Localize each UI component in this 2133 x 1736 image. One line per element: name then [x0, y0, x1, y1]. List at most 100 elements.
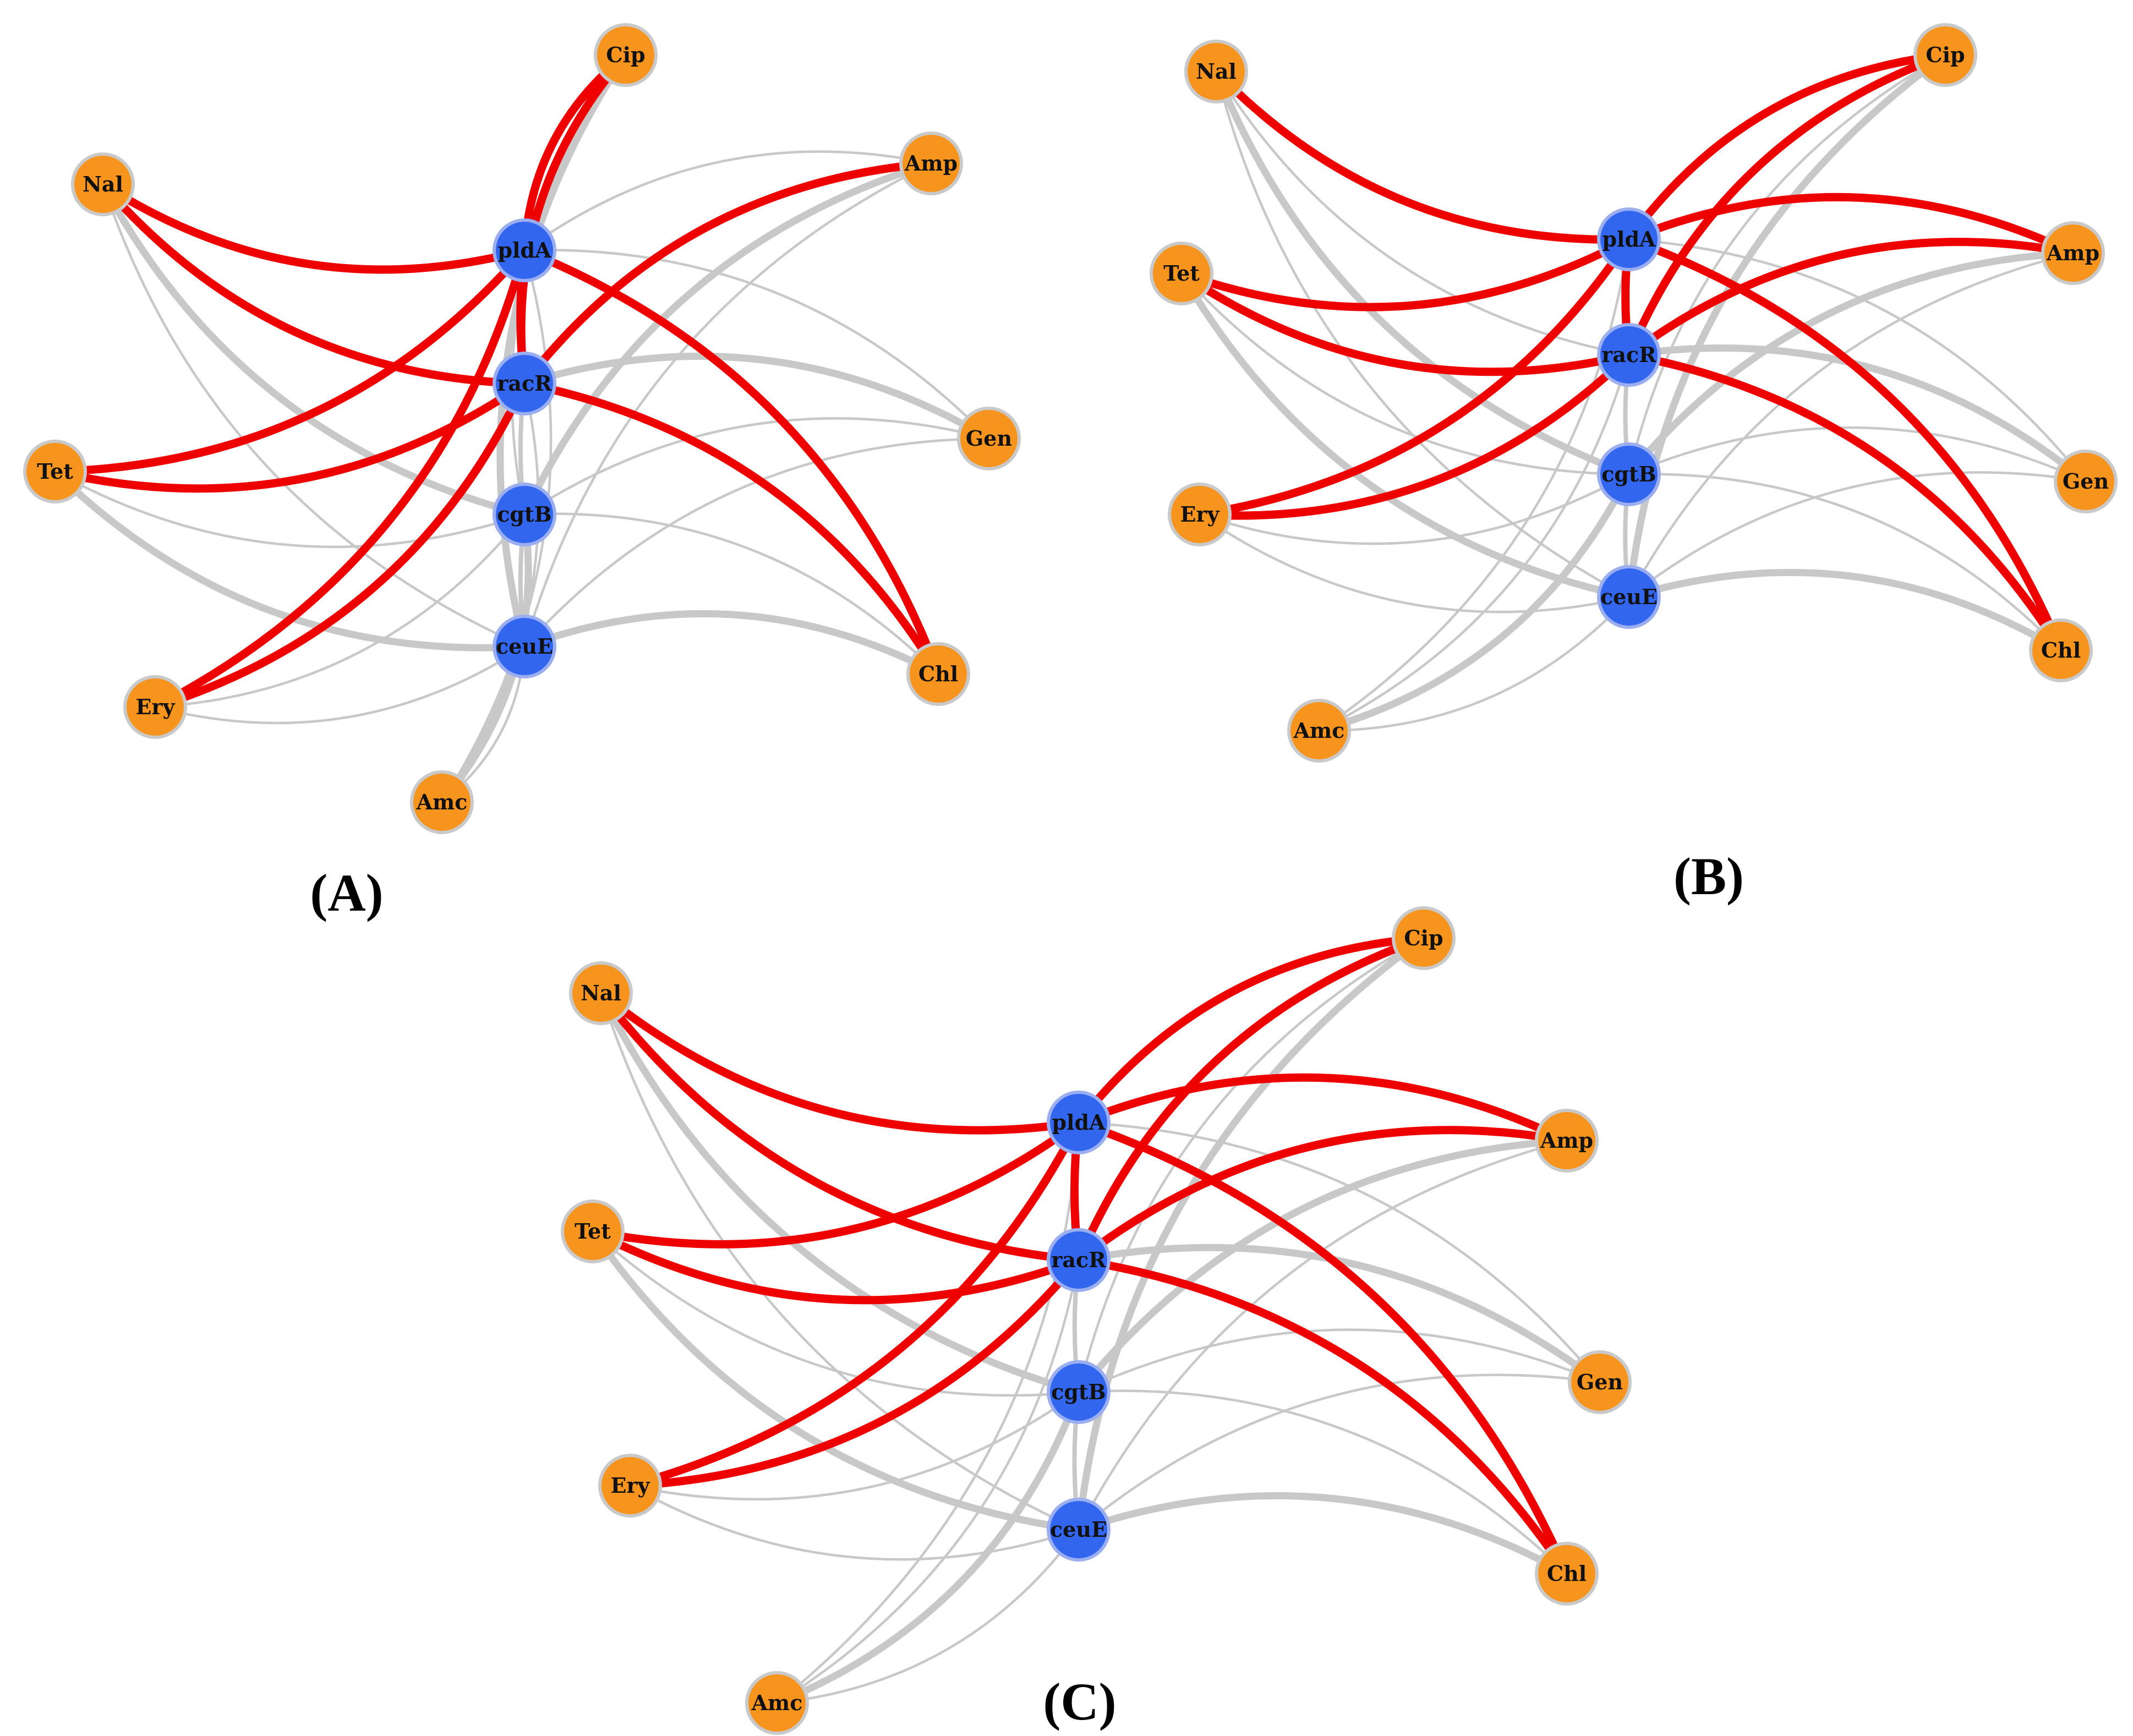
red-edge: [626, 1118, 1083, 1490]
drug-node-amc: Amc: [410, 770, 474, 834]
gray-edge: [1627, 426, 2087, 483]
gene-node-circle: [1597, 442, 1661, 506]
gray-edge: [599, 992, 1080, 1531]
gene-node-label: pldA: [1602, 227, 1656, 251]
drug-node-label: Gen: [966, 426, 1012, 451]
red-edge: [1074, 934, 1428, 1127]
drug-node-label: Amp: [904, 151, 958, 176]
gray-edge: [1198, 473, 1631, 545]
red-edge: [588, 1118, 1083, 1248]
drug-node-label: Gen: [2063, 469, 2109, 494]
gene-node-plda: pldA: [493, 218, 556, 282]
red-edge: [1625, 51, 1950, 359]
gene-node-ceue: ceuE: [1047, 1498, 1111, 1562]
drug-node-cip: Cip: [594, 23, 658, 87]
drug-node-circle: [1913, 23, 1977, 87]
red-edge: [597, 989, 1083, 1135]
drug-node-circle: [1287, 699, 1351, 763]
red-edge: [151, 246, 529, 711]
gray-edge: [628, 1484, 1080, 1561]
gray-edge: [773, 1388, 1082, 1707]
red-edge: [99, 180, 529, 388]
gray-edge: [1075, 1137, 1571, 1396]
red-edge: [1212, 67, 1633, 244]
drug-node-label: Amc: [1293, 718, 1345, 743]
drug-node-gen: Gen: [2054, 450, 2118, 513]
gray-edge: [1215, 70, 1631, 357]
drug-node-circle: [1150, 242, 1213, 305]
drug-node-label: Nal: [83, 172, 123, 196]
gray-edge: [154, 513, 526, 709]
gray-edge: [775, 1258, 1080, 1705]
gene-node-circle: [493, 218, 556, 282]
gray-edge: [597, 989, 1082, 1396]
drug-node-label: Cip: [1404, 925, 1443, 950]
gene-node-racr: racR: [1047, 1228, 1111, 1292]
gene-node-cgtb: cgtB: [1597, 442, 1661, 506]
gene-node-label: pldA: [497, 238, 551, 262]
red-edge-layer: [588, 934, 1571, 1578]
drug-node-label: Tet: [1163, 261, 1200, 286]
drug-node-label: Cip: [606, 42, 645, 67]
drug-node-circle: [561, 1200, 625, 1263]
drug-node-circle: [1168, 483, 1232, 546]
red-edge: [51, 246, 529, 476]
drug-node-tet: Tet: [1150, 242, 1213, 305]
gray-edge: [51, 468, 528, 651]
gene-node-label: ceuE: [1050, 1517, 1107, 1542]
gene-node-circle: [1047, 1228, 1111, 1292]
drug-node-circle: [899, 132, 963, 195]
drug-node-label: Nal: [1196, 59, 1237, 84]
drug-node-amp: Amp: [899, 132, 963, 195]
gene-node-circle: [493, 615, 556, 678]
gray-edge: [523, 417, 991, 516]
drug-node-label: Ery: [135, 694, 175, 719]
drug-node-chl: Chl: [2029, 618, 2093, 682]
drug-node-circle: [569, 961, 633, 1025]
gene-node-plda: pldA: [1047, 1091, 1111, 1154]
red-edge: [1625, 193, 2077, 258]
red-edge: [1195, 351, 1633, 520]
gene-node-label: pldA: [1052, 1110, 1106, 1135]
drug-node-chl: Chl: [1535, 1542, 1599, 1606]
gene-node-ceue: ceuE: [493, 615, 556, 678]
gene-node-plda: pldA: [1597, 207, 1661, 271]
drug-node-nal: Nal: [1184, 40, 1248, 103]
gene-node-racr: racR: [493, 352, 556, 415]
drug-node-circle: [2054, 450, 2118, 513]
red-edge: [520, 246, 943, 678]
gray-edge: [1627, 53, 1947, 476]
panel-label-b: (B): [1673, 847, 1744, 906]
gene-node-ceue: ceuE: [1597, 565, 1661, 629]
gray-edge: [1077, 1373, 1601, 1531]
red-edge: [99, 180, 529, 274]
drug-node-label: Amp: [2046, 240, 2099, 265]
red-edge: [151, 379, 529, 711]
gray-edge: [1075, 1492, 1571, 1578]
drug-node-label: Ery: [1180, 502, 1219, 527]
red-edge: [1177, 235, 1633, 311]
gray-edge: [1627, 251, 2075, 599]
red-edge: [1625, 238, 2077, 359]
gray-edge: [1212, 68, 1633, 478]
red-edge: [1625, 51, 1950, 244]
red-edge: [1074, 934, 1428, 1264]
gray-edge: [1625, 568, 2065, 654]
gray-edge: [523, 512, 940, 676]
gray-edge: [1198, 513, 1631, 614]
gray-edge: [1627, 238, 2087, 483]
gene-node-circle: [1047, 1360, 1111, 1424]
red-edge: [597, 989, 1083, 1264]
gray-edge: [1075, 1244, 1604, 1386]
gray-edge: [1317, 353, 1631, 732]
gene-node-label: cgtB: [1051, 1379, 1106, 1404]
drug-node-amc: Amc: [745, 1671, 809, 1735]
red-edge: [1074, 1126, 1571, 1264]
red-edge: [1074, 1256, 1571, 1578]
drug-node-tet: Tet: [23, 440, 87, 503]
drug-node-label: Chl: [918, 661, 958, 686]
gray-edge: [1215, 70, 1631, 599]
